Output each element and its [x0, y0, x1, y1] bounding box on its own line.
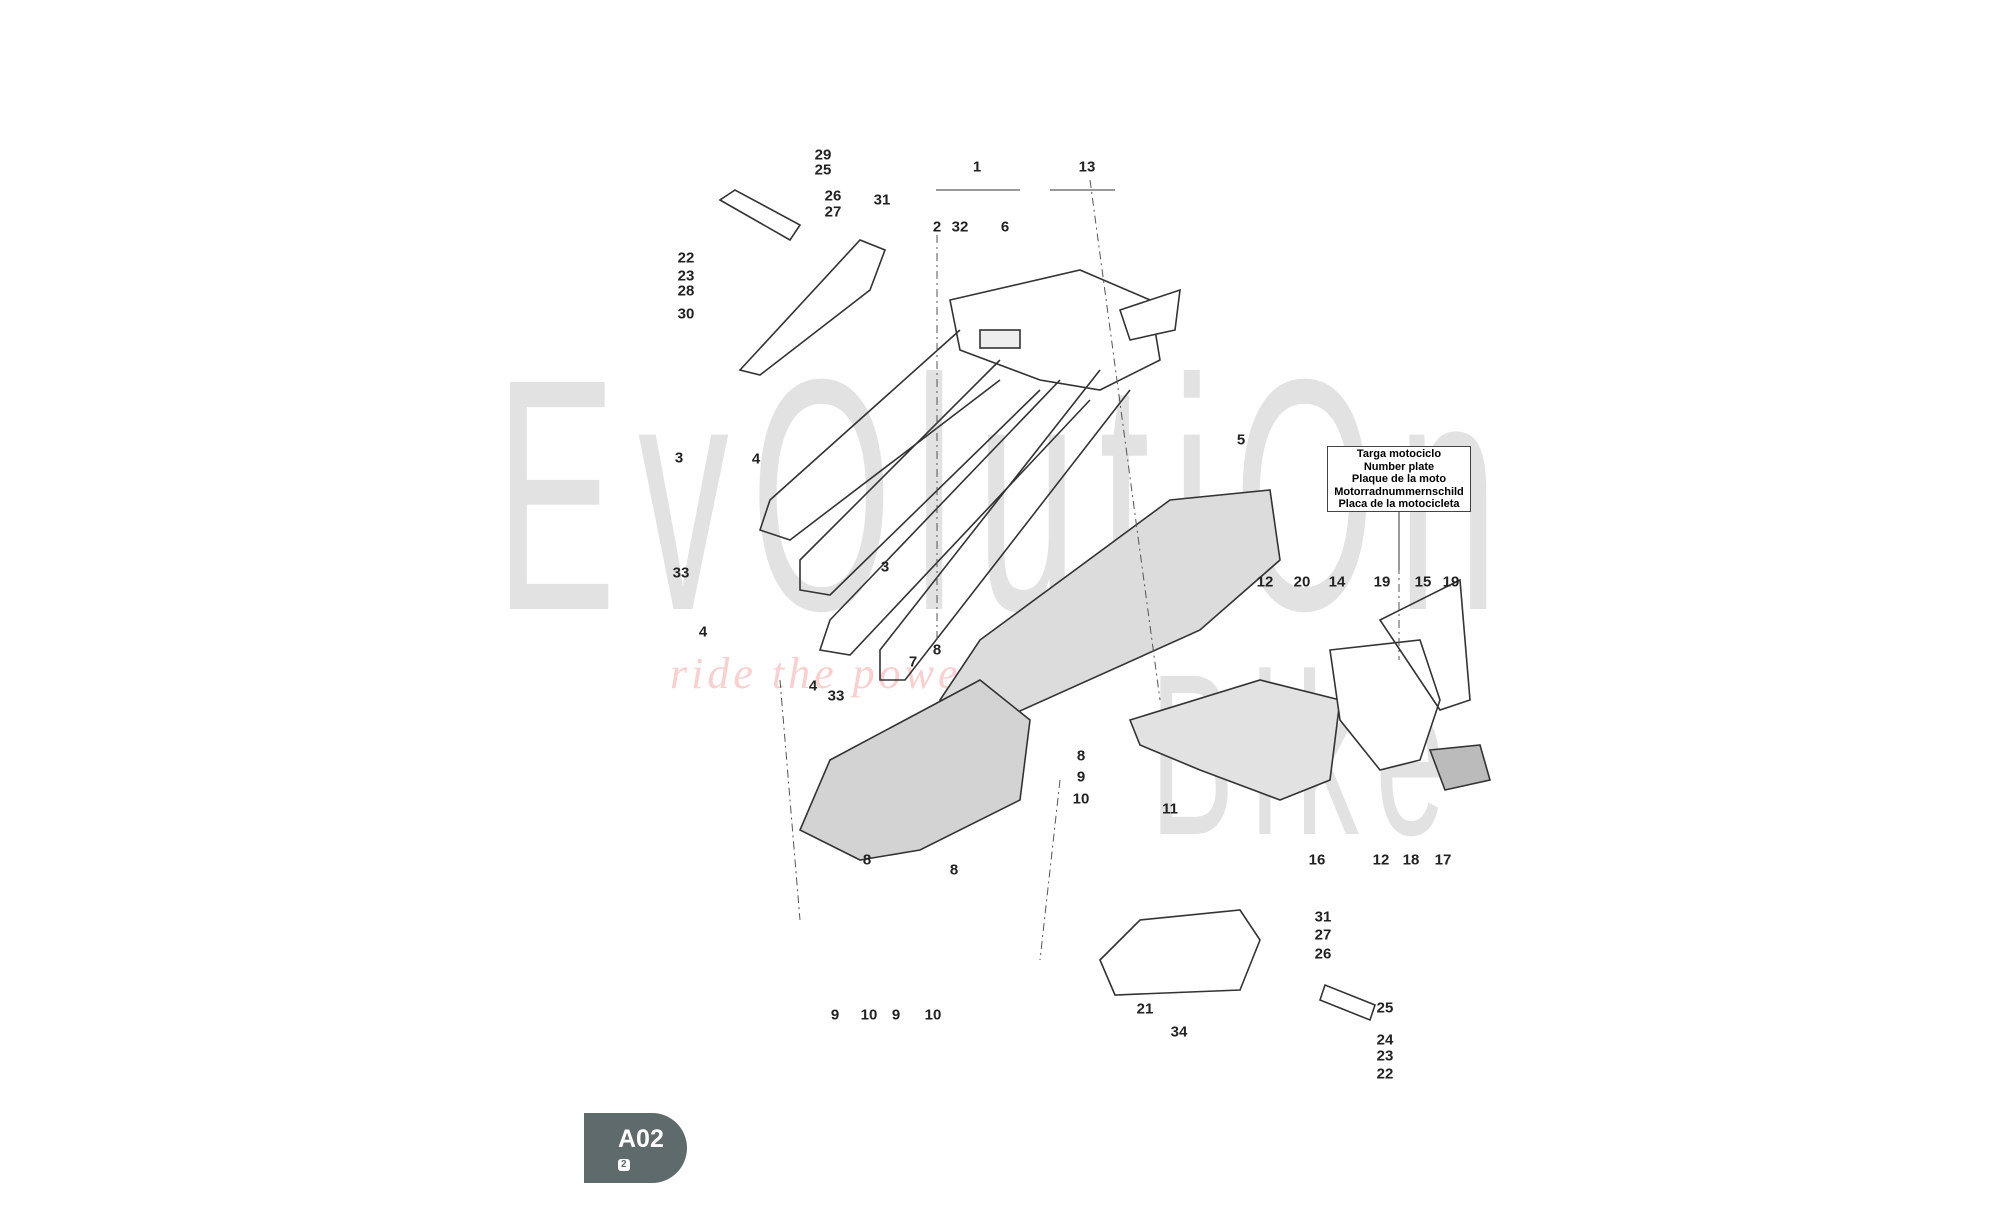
- callout-number: 15: [1414, 573, 1432, 591]
- callout-number: 4: [808, 677, 818, 695]
- callout-number: 27: [824, 203, 842, 221]
- callout-number: 34: [1170, 1023, 1188, 1041]
- callout-number: 24: [1376, 1031, 1394, 1049]
- page-number: 2: [618, 1159, 630, 1171]
- callout-number: 28: [677, 282, 695, 300]
- callout-number: 25: [1376, 999, 1394, 1017]
- callout-number: 8: [932, 641, 942, 659]
- callout-number: 2: [932, 218, 942, 236]
- callout-number: 3: [674, 449, 684, 467]
- callout-number: 7: [908, 653, 918, 671]
- callout-number: 10: [860, 1006, 878, 1024]
- callout-number: 23: [677, 267, 695, 285]
- callout-number: 1: [972, 158, 982, 176]
- callout-number: 21: [1136, 1000, 1154, 1018]
- callout-number: 26: [824, 187, 842, 205]
- callout-number: 5: [1236, 431, 1246, 449]
- callout-number: 4: [698, 623, 708, 641]
- callout-number: 8: [949, 861, 959, 879]
- callout-number: 11: [1162, 800, 1178, 818]
- callout-number: 13: [1078, 158, 1096, 176]
- rear-frame: [758, 269, 1181, 681]
- callout-number: 8: [1076, 747, 1086, 765]
- callout-number: 18: [1402, 851, 1420, 869]
- note-line: Plaque de la moto: [1351, 473, 1447, 486]
- callout-number: 33: [827, 687, 845, 705]
- callout-number: 10: [1072, 790, 1090, 808]
- callout-number: 25: [814, 161, 832, 179]
- callout-lines: [936, 189, 1400, 570]
- callout-number: 12: [1256, 573, 1274, 591]
- callout-number: 31: [873, 191, 891, 209]
- note-line: Placa de la motocicleta: [1338, 498, 1460, 511]
- callout-number: 3: [880, 558, 890, 576]
- note-line: Motorradnummernschild: [1334, 485, 1464, 498]
- rear-mudguard: [798, 489, 1492, 861]
- callout-number: 30: [677, 305, 695, 323]
- callout-number: 22: [677, 249, 695, 267]
- callout-number: 29: [814, 146, 832, 164]
- callout-number: 19: [1373, 573, 1391, 591]
- callout-number: 31: [1314, 908, 1332, 926]
- callout-number: 9: [1076, 768, 1086, 786]
- watermark-tagline: ride the power: [670, 649, 983, 698]
- passenger-footrest-brackets: [718, 189, 1376, 1022]
- callout-number: 4: [751, 450, 761, 468]
- page-badge: A02 2: [584, 1113, 687, 1183]
- callout-number: 9: [830, 1006, 840, 1024]
- callout-number: 14: [1328, 573, 1346, 591]
- callout-number: 33: [672, 564, 690, 582]
- callout-number: 12: [1372, 851, 1390, 869]
- callout-number: 32: [951, 218, 969, 236]
- number-plate-note: Targa motociclo Number plate Plaque de l…: [1327, 446, 1471, 512]
- callout-number: 10: [924, 1006, 942, 1024]
- callout-number: 20: [1293, 573, 1311, 591]
- callout-number: 23: [1376, 1047, 1394, 1065]
- callout-number: 26: [1314, 945, 1332, 963]
- callout-number: 9: [891, 1006, 901, 1024]
- callout-number: 19: [1442, 573, 1460, 591]
- callout-number: 8: [862, 851, 872, 869]
- callout-number: 6: [1000, 218, 1010, 236]
- callout-number: 22: [1376, 1065, 1394, 1083]
- callout-number: 27: [1314, 926, 1332, 944]
- callout-number: 16: [1308, 851, 1326, 869]
- section-code: A02: [618, 1125, 664, 1153]
- callout-number: 17: [1434, 851, 1452, 869]
- note-line: Targa motociclo: [1356, 448, 1442, 460]
- note-line: Number plate: [1363, 460, 1435, 473]
